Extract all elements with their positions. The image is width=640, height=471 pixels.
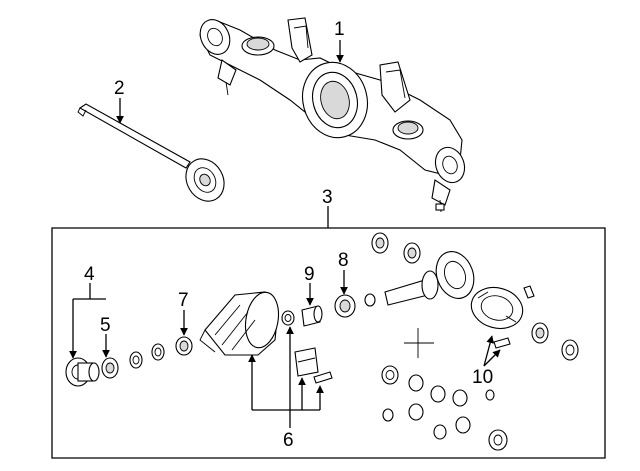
right-side-bearings[interactable] (531, 322, 579, 361)
ring-gear[interactable] (430, 246, 480, 303)
carrier-bearings[interactable] (371, 232, 421, 264)
bearing-cap[interactable] (294, 347, 319, 377)
pinion-bearing-inner[interactable] (301, 305, 323, 327)
side-gears[interactable] (381, 365, 508, 451)
collapsible-spacer[interactable] (281, 310, 295, 326)
callout-4: 4 (84, 264, 95, 285)
pinion-gear[interactable] (384, 270, 439, 306)
pinion-bearing-race[interactable] (334, 293, 376, 318)
callout-9: 9 (304, 264, 315, 285)
differential-carrier[interactable] (199, 290, 283, 356)
leader-lines (69, 40, 501, 428)
callout-10: 10 (472, 367, 493, 388)
callout-1: 1 (334, 19, 345, 40)
spider-gear-cross[interactable] (404, 328, 434, 358)
callout-6: 6 (283, 430, 294, 451)
bearing-cap-bolt[interactable] (313, 371, 333, 384)
axle-shaft[interactable] (77, 103, 232, 208)
axle-housing[interactable] (195, 15, 470, 213)
differential-assembly-frame (51, 227, 606, 459)
callout-7: 7 (178, 290, 189, 311)
washers-left[interactable] (129, 343, 165, 369)
pinion-nut[interactable] (101, 357, 119, 379)
callout-3: 3 (322, 187, 333, 208)
pinion-flange[interactable] (65, 357, 100, 387)
case-bolt[interactable] (523, 285, 535, 299)
differential-case[interactable] (467, 282, 528, 334)
case-pin[interactable] (493, 337, 511, 349)
pinion-bearing[interactable] (175, 336, 193, 356)
callout-8: 8 (338, 250, 349, 271)
callout-2: 2 (114, 78, 125, 99)
callout-5: 5 (100, 315, 111, 336)
